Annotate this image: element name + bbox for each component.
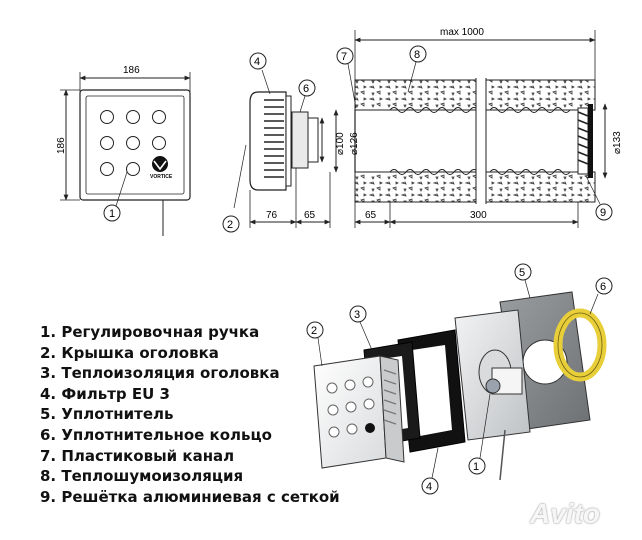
dim-dia100: ⌀100 xyxy=(335,132,346,155)
callout-4: 4 xyxy=(254,56,260,68)
callout-6: 6 xyxy=(303,83,309,95)
dim-height-186: 186 xyxy=(56,137,67,154)
callout-9: 9 xyxy=(600,207,606,219)
dim-dia133: ⌀133 xyxy=(612,131,623,154)
legend-item: 4. Фильтр EU 3 xyxy=(40,384,170,403)
grille-cover-front xyxy=(79,89,191,201)
legend-item: 9. Решётка алюминиевая с сеткой xyxy=(40,487,340,506)
insulation-top xyxy=(354,79,596,111)
legend-item: 1. Регулировочная ручка xyxy=(40,323,260,341)
callout-8: 8 xyxy=(414,49,420,61)
legend-item: 6. Уплотнительное кольцо xyxy=(40,425,272,444)
head-cover-knobs xyxy=(326,376,375,438)
parts-legend: 1. Регулировочная ручка 2. Крышка оголов… xyxy=(40,322,340,507)
callout-7: 7 xyxy=(341,51,347,63)
insulation-bottom xyxy=(354,171,596,203)
exploded-view: 2 3 4 1 5 6 xyxy=(306,263,613,495)
legend-item: 8. Теплошумоизоляция xyxy=(40,467,244,486)
dim-dia126: ⌀126 xyxy=(349,132,360,155)
callout-2: 2 xyxy=(227,219,233,231)
seal-ring-side xyxy=(291,111,309,169)
dim-width-186: 186 xyxy=(123,65,140,76)
legend-item: 7. Пластиковый канал xyxy=(40,446,235,465)
avito-watermark: Avito xyxy=(530,498,600,529)
callout-e6: 6 xyxy=(600,281,606,293)
dim-76: 76 xyxy=(266,210,278,221)
callout-1: 1 xyxy=(109,208,115,220)
legend-item: 2. Крышка оголовка xyxy=(40,343,219,362)
knob-grid xyxy=(100,110,166,176)
section-view: ⌀133 ⌀100 ⌀126 max 1000 xyxy=(222,27,623,233)
callout-e1: 1 xyxy=(473,461,479,473)
dim-65-a: 65 xyxy=(304,210,316,221)
callout-e3: 3 xyxy=(354,309,360,321)
legend-item: 3. Теплоизоляция оголовка xyxy=(40,364,280,383)
head-cover-side xyxy=(249,91,287,191)
legend-item: 5. Уплотнитель xyxy=(40,405,174,424)
callout-e5: 5 xyxy=(519,267,525,279)
vortice-logo-icon: VORTICE xyxy=(150,156,173,180)
brand-label: VORTICE xyxy=(150,174,173,180)
callout-e4: 4 xyxy=(426,481,432,493)
callout-e2: 2 xyxy=(311,325,317,337)
callout-1-circle xyxy=(103,204,121,222)
dim-max-1000: max 1000 xyxy=(440,27,484,38)
dim-65-b: 65 xyxy=(365,210,377,221)
front-view: 186 186 VORTICE 1 xyxy=(56,65,191,236)
dim-300: 300 xyxy=(470,210,487,221)
